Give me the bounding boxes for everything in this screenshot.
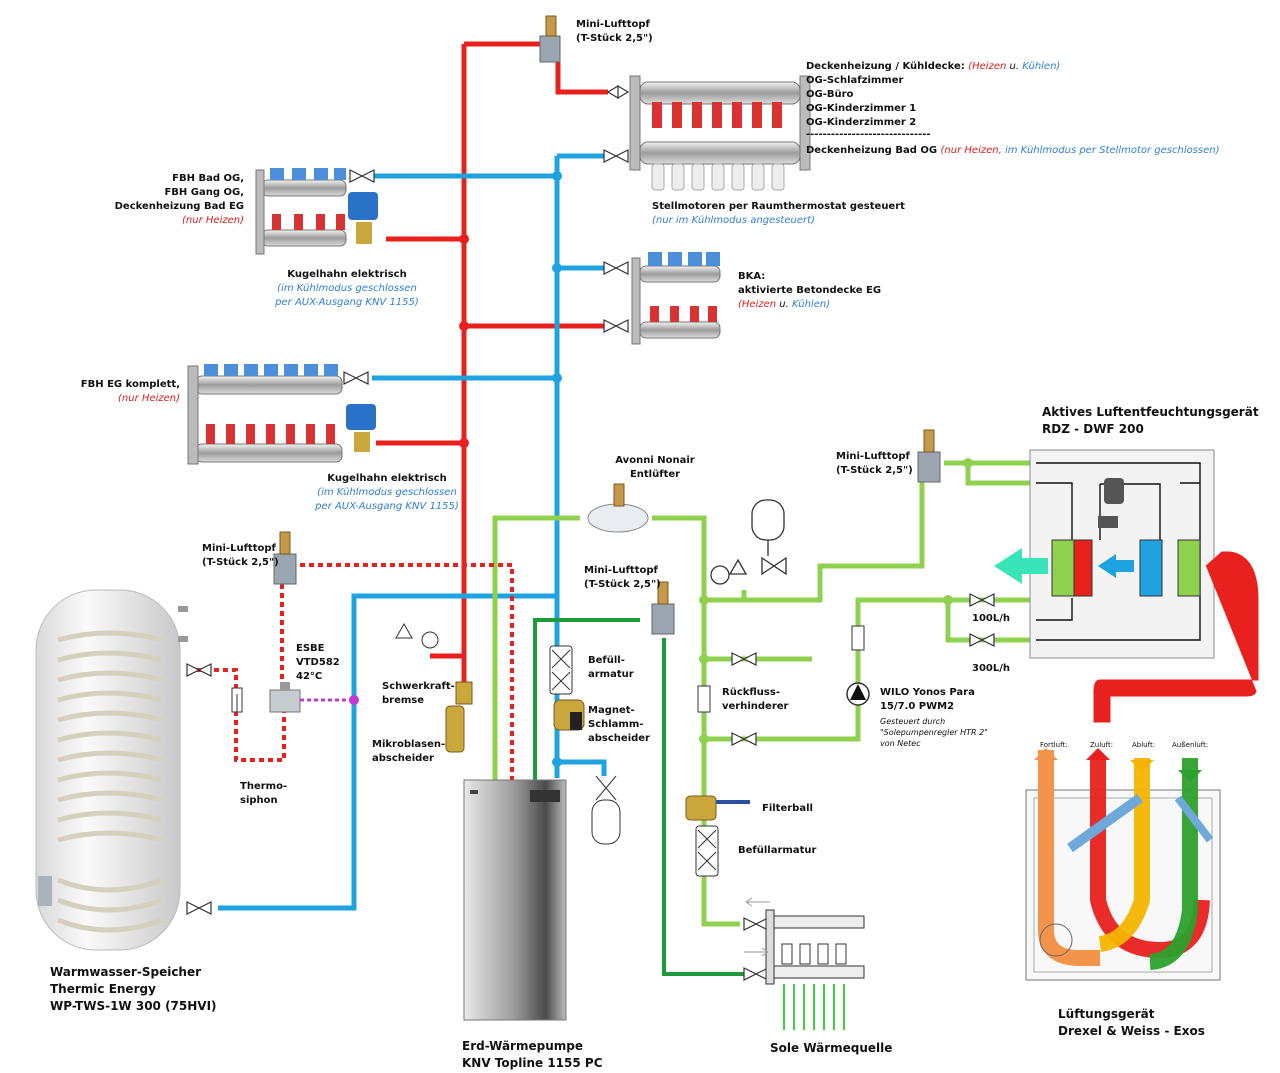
filterball: [685, 795, 750, 821]
manifold-fbh-og: [255, 168, 378, 255]
label-fbh-eg: FBH EG komplett, (nur Heizen): [80, 379, 180, 404]
label-mini-lufttopf-mid: Mini-Lufttopf (T-Stück 2,5"): [584, 565, 661, 590]
manifold-fbh-eg: [187, 364, 376, 465]
mini-lufttopf-mid: [651, 581, 675, 635]
label-avonni: Avonni Nonair Entlüfter: [615, 455, 695, 480]
label-rdz-title: Aktives Luftentfeuchtungsgerät RDZ - DWF…: [1042, 405, 1259, 436]
expansion-vessel-heating: [591, 775, 621, 845]
label-wilo-note: Gesteuert durch "Solepumpenregler HTR 2"…: [880, 717, 988, 748]
label-abluft: Abluft:: [1132, 741, 1156, 749]
mikroblasenabscheider: [445, 705, 465, 753]
sole-manifold: [744, 897, 865, 1030]
brine-return-pipe: [533, 618, 744, 976]
decke-bad-note-red: (nur Heizen,: [940, 145, 1005, 156]
manifold-bka: [631, 252, 721, 345]
rueckflussverhinderer: [697, 685, 711, 713]
label-mini-lufttopf-top: Mini-Lufttopf (T-Stück 2,5"): [576, 19, 653, 44]
label-kugelhahn-1: Kugelhahn elektrisch (im Kühlmodus gesch…: [275, 269, 419, 308]
magnet-schlammabscheider: [553, 699, 585, 731]
label-wilo: WILO Yonos Para 15/7.0 PWM2: [880, 687, 975, 712]
sicherheitsgruppe-heizung: [395, 622, 439, 649]
label-fortluft: Fortluft:: [1040, 741, 1068, 749]
label-flow-100: 100L/h: [972, 613, 1011, 624]
label-flow-300: 300L/h: [972, 663, 1011, 674]
mini-lufttopf-rdz: [917, 429, 941, 483]
pipe-junctions: [459, 171, 973, 767]
avonni-entluefter: [587, 483, 649, 533]
label-thermosiphon: Thermo- siphon: [240, 781, 288, 806]
decke-u: u.: [1006, 61, 1023, 72]
manifold-deckenheizung: [629, 75, 811, 191]
label-magnet-schlamm: Magnet- Schlamm- abscheider: [588, 705, 650, 744]
lueftungsgeraet: [1025, 748, 1221, 981]
expansion-vessel-brine: [710, 499, 787, 585]
label-stellmotoren: Stellmotoren per Raumthermostat gesteuer…: [652, 201, 905, 226]
label-aussenluft: Außenluft:: [1172, 741, 1209, 749]
label-zuluft: Zuluft:: [1090, 741, 1114, 749]
decke-heizen: (Heizen: [968, 61, 1007, 72]
hot-supply-pipes: [376, 41, 608, 690]
label-deckenheizung: Deckenheizung / Kühldecke: (Heizen u. Kü…: [806, 61, 1220, 156]
valves: [186, 84, 995, 981]
decke-kuehlen: Kühlen): [1022, 61, 1061, 72]
label-mini-lufttopf-rdz: Mini-Lufttopf (T-Stück 2,5"): [836, 451, 913, 476]
befuellarmatur-1: [549, 645, 573, 695]
label-sole: Sole Wärmequelle: [770, 1041, 893, 1055]
label-fbh-og: FBH Bad OG, FBH Gang OG, Deckenheizung B…: [114, 173, 244, 226]
mini-lufttopf-top: [539, 15, 561, 63]
label-rueckflussverhinderer: Rückfluss- verhinderer: [722, 687, 789, 712]
mini-lufttopf-left: [273, 531, 297, 585]
label-mini-lufttopf-left: Mini-Lufttopf (T-Stück 2,5"): [202, 543, 279, 568]
label-filterball: Filterball: [762, 803, 813, 814]
check-valve-thermosiphon: [231, 687, 243, 713]
label-kugelhahn-2: Kugelhahn elektrisch (im Kühlmodus gesch…: [315, 473, 459, 512]
befuellarmatur-2: [695, 825, 719, 877]
decke-title: Deckenheizung / Kühldecke:: [806, 61, 969, 72]
label-schwerkraftbremse: Schwerkraft- bremse: [382, 681, 455, 706]
label-mikroblasen: Mikroblasen- abscheider: [372, 739, 446, 764]
schwerkraftbremse: [455, 681, 473, 705]
decke-bad-title: Deckenheizung Bad OG: [806, 145, 941, 156]
heat-pump: [463, 779, 567, 1021]
decke-bad-note-blue: im Kühlmodus per Stellmotor geschlossen): [1004, 145, 1220, 156]
label-bka: BKA: aktivierte Betondecke EG (Heizen u.…: [738, 271, 882, 310]
storage-tank: [35, 589, 188, 951]
label-speicher: Warmwasser-Speicher Thermic Energy WP-TW…: [50, 965, 217, 1013]
label-waermepumpe: Erd-Wärmepumpe KNV Topline 1155 PC: [462, 1039, 603, 1070]
label-lueftungsgeraet: Lüftungsgerät Drexel & Weiss - Exos: [1058, 1007, 1205, 1038]
thermosiphon-loop: [187, 563, 514, 785]
label-esbe: ESBE VTD582 42°C: [296, 643, 340, 682]
aux-junction: [349, 695, 359, 705]
wilo-pumpe: [846, 625, 870, 706]
esbe-valve: [269, 682, 301, 713]
label-befuellarmatur-1: Befüll- armatur: [588, 655, 634, 680]
rdz-dwf200-unit: [994, 449, 1259, 723]
label-befuellarmatur-2: Befüllarmatur: [738, 845, 817, 856]
